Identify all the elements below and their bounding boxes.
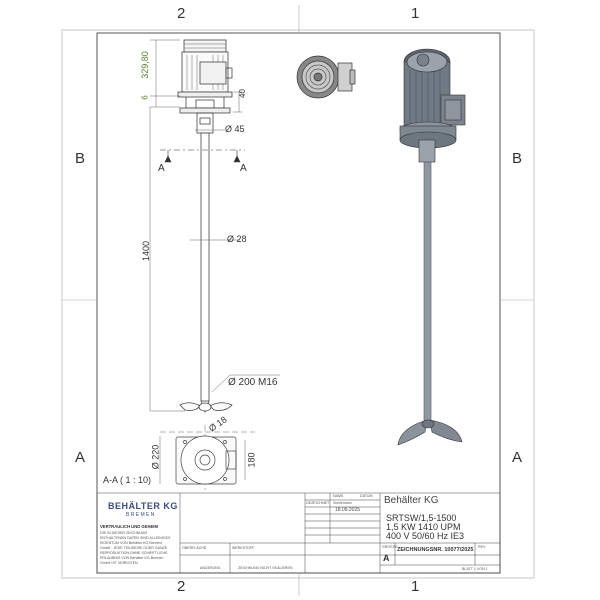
dim-200-m16: Ø 200 M16 — [228, 377, 278, 388]
company-title: Behälter KG — [384, 495, 439, 506]
dim-1400: 1400 — [141, 240, 152, 262]
dim-45: Ø 45 — [225, 124, 245, 134]
zone-top-left: 2 — [177, 5, 186, 22]
isometric-view — [397, 48, 466, 446]
dim-329-80: 329,80 — [139, 51, 150, 79]
drawn-name: Schliemann — [333, 501, 352, 505]
zone-right-lower: A — [512, 449, 523, 466]
confidential-title: VERTRAULICH UND GEHEIM — [100, 524, 158, 529]
confidential-notice: DIE IN DIESER ZEICHNUNG ENTHALTENEN DATE… — [100, 531, 178, 566]
dim-180: 180 — [246, 452, 257, 468]
zone-top-right: 1 — [411, 5, 420, 22]
company-logo-name: BEHÄLTER KG — [108, 501, 178, 511]
revision-label: REV — [478, 545, 486, 549]
zone-left-lower: A — [75, 449, 86, 466]
dim-6: 6 — [140, 95, 150, 100]
size-label: GRÖSSE — [382, 545, 398, 549]
zone-bottom-left: 2 — [177, 578, 186, 595]
front-dimension-lines — [149, 39, 280, 412]
product-line: SRTSW/1,5-1500 — [386, 513, 457, 523]
finish-label: OBERFLÄCHE — [182, 546, 207, 550]
notice-line: ENTHALTENEN DATEN SIND ALLEINIGES — [100, 536, 171, 540]
dim-220: Ø 220 — [150, 444, 161, 470]
product-line: 1,5 KW 1410 UPM — [386, 522, 461, 532]
section-view-title: A-A ( 1 : 10) — [103, 475, 152, 485]
drawn-label: GEZEICHNET — [306, 501, 330, 505]
notice-line: ERLAUBNIS VON Behälter KG Bremen — [100, 556, 164, 560]
zone-bottom-right: 1 — [411, 578, 420, 595]
zone-right-upper: B — [512, 150, 523, 167]
section-label-right: A — [240, 163, 247, 174]
product-spec: SRTSW/1,5-1500 1,5 KW 1410 UPM 400 V 50/… — [386, 514, 464, 541]
change-label: ANDERUNG — [200, 566, 221, 570]
drawn-date: 18.09.2025 — [335, 507, 361, 513]
dim-40: 40 — [237, 89, 247, 98]
title-block-grid — [96, 492, 501, 574]
material-label: WERKSTOFF — [232, 546, 255, 550]
top-view — [296, 55, 356, 99]
notice-line: DIE IN DIESER ZEICHNUNG — [100, 531, 148, 535]
date-header: DATUM — [360, 494, 373, 498]
sheet-label: BLATT 1 VON 1 — [462, 567, 488, 571]
notice-line: EIGENTUM VON Behälter KG Bremen — [100, 541, 162, 545]
section-cut-line — [160, 149, 245, 163]
company-logo-city: B R E M E N — [126, 512, 155, 518]
front-view — [177, 39, 233, 414]
name-header: NAME — [333, 494, 344, 498]
do-not-scale-label: ZEICHNUNG NICHT SKALIEREN — [238, 566, 293, 570]
size-value: A — [383, 553, 390, 563]
drawing-number: ZEICHNUNGSNR. 10077/2025 — [397, 547, 474, 553]
outer-border — [61, 29, 535, 579]
zone-left-upper: B — [75, 150, 86, 167]
dim-28: Ø 28 — [227, 234, 247, 244]
product-line: 400 V 50/60 Hz IE3 — [386, 531, 465, 541]
notice-line: GmbH . JEDE TEILWEISE ODER GANZE — [100, 546, 168, 550]
section-view — [159, 425, 255, 490]
notice-line: GmbH IST VERBOTEN — [100, 561, 138, 565]
section-label-left: A — [158, 163, 165, 174]
notice-line: REPRODUKTION OHNE SCHRIFTLICHE — [100, 551, 168, 555]
